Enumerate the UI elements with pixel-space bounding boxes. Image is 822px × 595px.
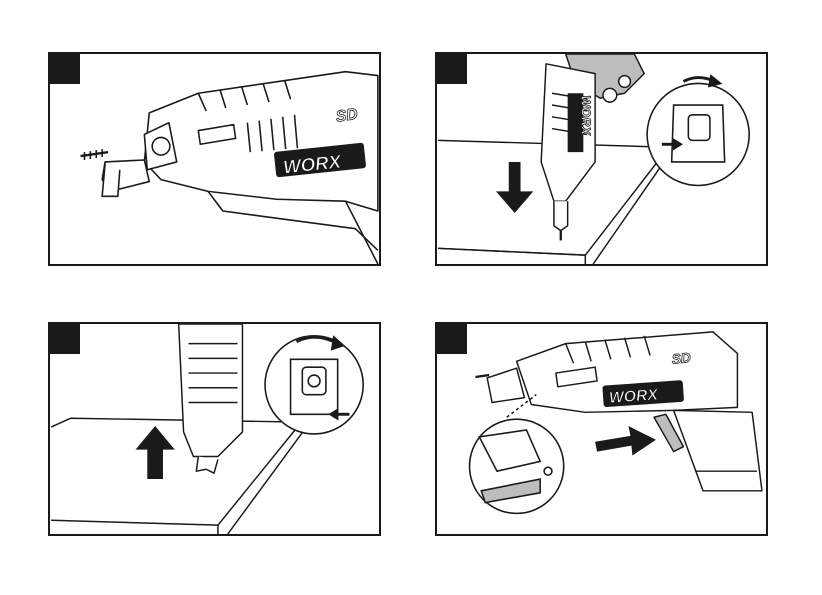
screwdriver-with-trigger-illustration: WORX SD (437, 324, 766, 534)
step-1-panel: WORX SD (48, 52, 381, 266)
brand-logo-text: WORX (578, 95, 593, 136)
screw-magazine-detail-circle (470, 395, 564, 514)
step-1-number-badge (50, 54, 80, 84)
step-2-number-badge (437, 54, 467, 84)
lift-up-illustration (50, 324, 379, 534)
step-4-number-badge (437, 324, 467, 354)
screwdriver-side-illustration: WORX SD (50, 54, 379, 264)
press-down-illustration: WORX (437, 54, 766, 264)
step-4-panel: WORX SD (435, 322, 768, 536)
model-label-text: SD (671, 350, 692, 367)
step-2-panel: WORX (435, 52, 768, 266)
step-3-number-badge (50, 324, 80, 354)
model-label-text: SD (335, 106, 359, 126)
brand-logo-text: WORX (609, 386, 660, 406)
bit-holder-detail-circle (647, 76, 749, 186)
right-arrow-icon (595, 426, 656, 455)
step-3-panel (48, 322, 381, 536)
bit-holder-detail-circle (265, 336, 363, 434)
